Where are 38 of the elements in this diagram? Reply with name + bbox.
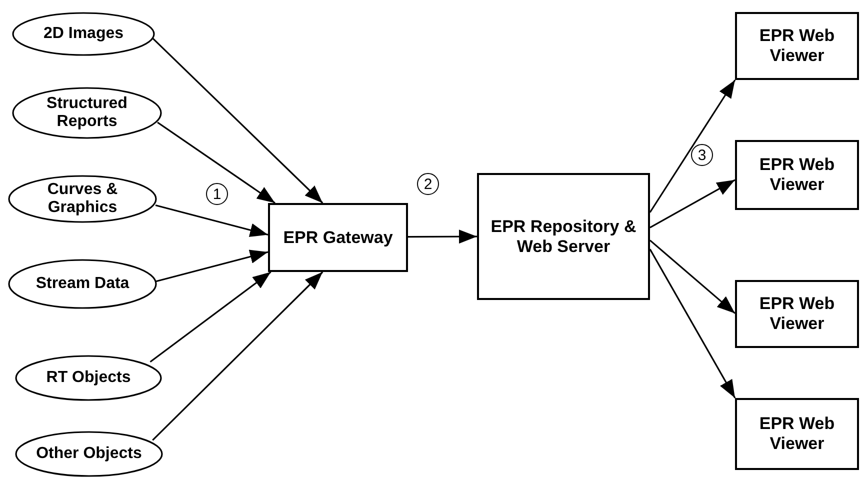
data-source-ellipse xyxy=(15,431,163,477)
arrow xyxy=(408,230,477,244)
node-label: EPR Web Viewer xyxy=(758,26,836,66)
node-label: Other Objects xyxy=(35,444,143,464)
process-box xyxy=(735,140,859,210)
arrow xyxy=(150,271,272,363)
node-label: RT Objects xyxy=(45,368,132,388)
step-number: 3 xyxy=(691,144,713,166)
process-box xyxy=(735,12,859,80)
process-box xyxy=(477,173,650,300)
data-source-ellipse xyxy=(12,12,155,56)
step-number: 2 xyxy=(417,173,439,195)
arrow xyxy=(649,240,736,314)
node-label: EPR Web Viewer xyxy=(758,414,836,454)
node-label: Stream Data xyxy=(34,274,130,294)
arrow xyxy=(157,122,276,204)
data-source-ellipse xyxy=(8,175,157,223)
arrow xyxy=(155,204,268,237)
node-label: EPR Web Viewer xyxy=(758,294,836,334)
node-label: Curves & Graphics xyxy=(46,180,119,218)
step-number: 1 xyxy=(206,183,228,205)
arrow xyxy=(152,38,324,204)
node-label: 2D Images xyxy=(42,24,125,44)
node-label: EPR Repository & Web Server xyxy=(490,216,638,256)
node-label: EPR Gateway xyxy=(282,228,394,248)
arrow xyxy=(650,179,736,228)
arrow xyxy=(155,250,268,282)
data-source-ellipse xyxy=(8,259,157,309)
node-label: Structured Reports xyxy=(46,94,128,132)
process-box xyxy=(735,280,859,348)
node-label: EPR Web Viewer xyxy=(758,155,836,195)
arrow xyxy=(152,271,324,441)
data-source-ellipse xyxy=(15,355,162,401)
arrow xyxy=(649,80,736,213)
process-box xyxy=(735,398,859,470)
arrow xyxy=(649,248,736,398)
data-source-ellipse xyxy=(12,87,162,139)
process-box xyxy=(268,203,408,272)
